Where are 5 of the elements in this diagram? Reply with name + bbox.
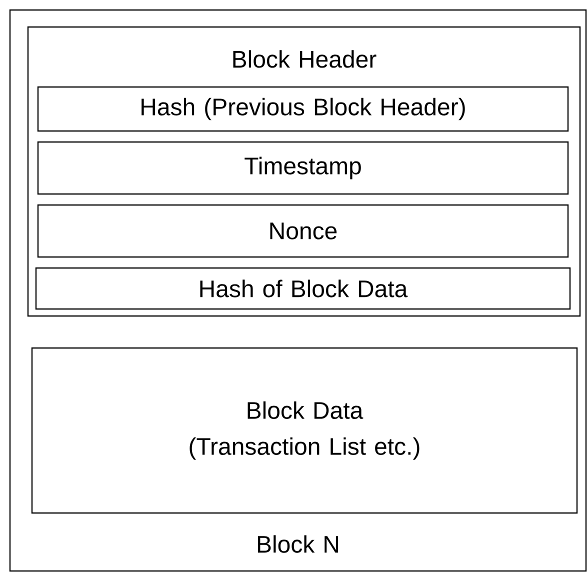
field-box: Hash (Previous Block Header)	[37, 86, 569, 132]
data-box: Block Data (Transaction List etc.)	[31, 347, 578, 514]
field-box: Nonce	[37, 204, 569, 258]
field-box: Hash of Block Data	[35, 267, 571, 310]
field-box: Timestamp	[37, 141, 569, 195]
